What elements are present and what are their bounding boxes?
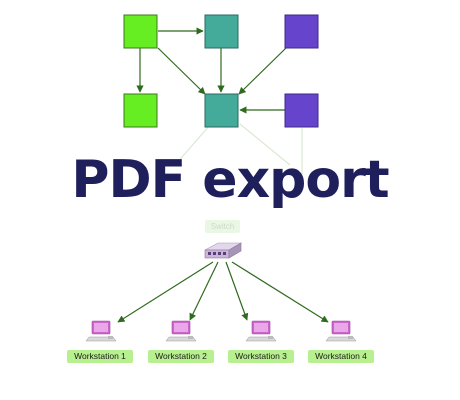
node-purple-bottom[interactable] <box>284 93 319 128</box>
edge-green-top-to-teal-center <box>157 47 206 95</box>
edge-switch-to-workstation-3 <box>225 261 249 321</box>
node-green-top[interactable] <box>123 14 158 49</box>
faint-edge <box>239 123 291 166</box>
node-teal-center[interactable] <box>204 93 239 128</box>
edge-switch-to-workstation-4 <box>231 261 329 323</box>
switch-icon[interactable] <box>204 242 243 259</box>
workstation-label: Workstation 1 <box>67 350 133 363</box>
workstation-label: Workstation 3 <box>228 350 294 363</box>
workstation-icon[interactable] <box>85 320 117 342</box>
faint-edge <box>174 124 211 166</box>
workstation-icon[interactable] <box>245 320 277 342</box>
workstation-icon[interactable] <box>165 320 197 342</box>
node-purple-top[interactable] <box>284 14 319 49</box>
workstation-icon[interactable] <box>325 320 357 342</box>
edge-purple-top-to-teal-center <box>238 47 287 95</box>
switch-label: Switch <box>205 220 240 233</box>
node-green-bottom[interactable] <box>123 93 158 128</box>
node-teal-top[interactable] <box>204 14 239 49</box>
pdf-export-watermark: PDF export <box>71 150 389 210</box>
workstation-label: Workstation 2 <box>148 350 214 363</box>
edge-switch-to-workstation-1 <box>117 261 214 323</box>
workstation-label: Workstation 4 <box>308 350 374 363</box>
edge-switch-to-workstation-2 <box>189 261 219 321</box>
